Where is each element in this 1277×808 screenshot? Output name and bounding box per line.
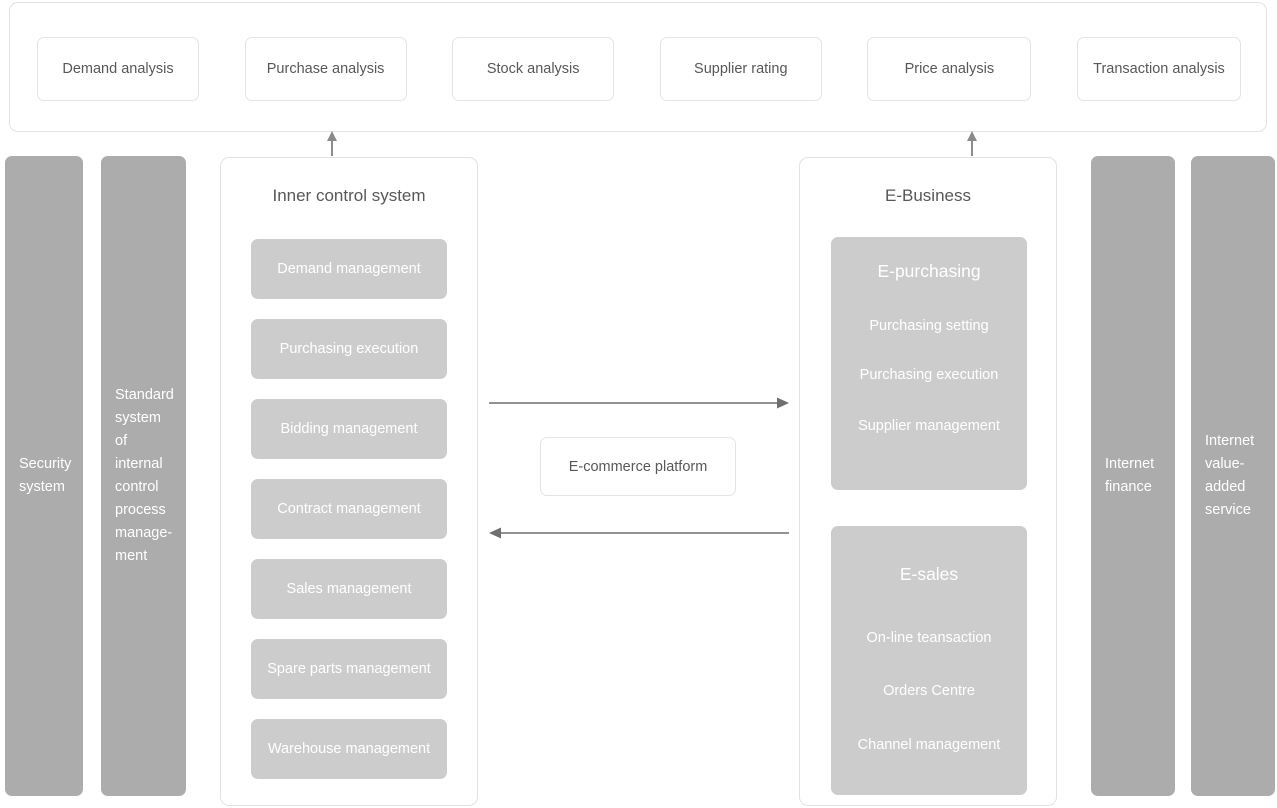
- panel-title: Inner control system: [272, 186, 426, 205]
- module-label: Sales management: [286, 581, 412, 597]
- group-title: E-purchasing: [877, 261, 981, 281]
- analysis-card-purchase[interactable]: Purchase analysis: [244, 37, 407, 101]
- side-column-standard-system: Standard system of internal control proc…: [101, 156, 186, 796]
- module-label: Spare parts management: [267, 661, 431, 677]
- side-column-label: Internet finance: [1105, 456, 1155, 495]
- group-title: E-sales: [899, 564, 959, 584]
- analysis-bar: Demand analysis Purchase analysis Stock …: [9, 2, 1267, 132]
- module-label: Purchasing execution: [279, 341, 419, 357]
- module-demand-management[interactable]: Demand management: [251, 239, 447, 299]
- arrow-up-ebusiness-to-analysis-icon: [967, 131, 977, 156]
- side-column-security-system: Security system: [5, 156, 83, 796]
- module-contract-management[interactable]: Contract management: [251, 479, 447, 539]
- arrow-up-inner-to-analysis-icon: [327, 131, 337, 156]
- group-item-supplier-management[interactable]: Supplier management: [858, 418, 1000, 434]
- module-purchasing-execution[interactable]: Purchasing execution: [251, 319, 447, 379]
- module-label: Warehouse management: [267, 741, 431, 757]
- side-column-label: Security system: [19, 456, 72, 495]
- group-item-purchasing-execution[interactable]: Purchasing execution: [859, 367, 999, 383]
- module-label: Bidding management: [280, 421, 418, 437]
- analysis-card-row: Demand analysis Purchase analysis Stock …: [37, 37, 1241, 101]
- module-spare-parts-management[interactable]: Spare parts management: [251, 639, 447, 699]
- group-item-on-line-transaction[interactable]: On-line teansaction: [866, 630, 992, 646]
- analysis-card-stock[interactable]: Stock analysis: [452, 37, 615, 101]
- arrow-left-ebusiness-to-inner-icon: [489, 527, 789, 539]
- analysis-card-price[interactable]: Price analysis: [867, 37, 1032, 101]
- module-label: Demand management: [277, 261, 421, 277]
- module-list: Demand management Purchasing execution B…: [251, 239, 447, 799]
- analysis-card-label: Stock analysis: [486, 61, 580, 77]
- module-sales-management[interactable]: Sales management: [251, 559, 447, 619]
- group-item-orders-centre[interactable]: Orders Centre: [883, 683, 975, 699]
- panel-inner-control-system: Inner control system Demand management P…: [220, 157, 478, 806]
- module-label: Contract management: [277, 501, 421, 517]
- e-commerce-platform-box[interactable]: E-commerce platform: [540, 437, 736, 496]
- module-bidding-management[interactable]: Bidding management: [251, 399, 447, 459]
- analysis-card-label: Purchase analysis: [266, 61, 385, 77]
- side-column-label: Internet value-added service: [1205, 433, 1255, 518]
- group-e-purchasing[interactable]: E-purchasing Purchasing setting Purchasi…: [831, 237, 1027, 490]
- arrow-right-inner-to-ebusiness-icon: [489, 397, 789, 409]
- group-item-purchasing-setting[interactable]: Purchasing setting: [869, 318, 989, 334]
- analysis-card-label: Demand analysis: [62, 61, 174, 77]
- analysis-card-label: Transaction analysis: [1093, 61, 1225, 77]
- e-commerce-platform-label: E-commerce platform: [568, 458, 708, 475]
- analysis-card-transaction[interactable]: Transaction analysis: [1076, 37, 1241, 101]
- panel-e-business: E-Business E-purchasing Purchasing setti…: [799, 157, 1057, 806]
- analysis-card-label: Price analysis: [904, 61, 995, 77]
- side-column-internet-value-added-service: Internet value-added service: [1191, 156, 1275, 796]
- analysis-card-demand[interactable]: Demand analysis: [37, 37, 199, 101]
- side-column-internet-finance: Internet finance: [1091, 156, 1175, 796]
- side-column-label: Standard system of internal control proc…: [115, 387, 174, 564]
- panel-title: E-Business: [885, 186, 971, 205]
- analysis-card-label: Supplier rating: [694, 61, 788, 77]
- analysis-card-supplier-rating[interactable]: Supplier rating: [659, 37, 822, 101]
- module-warehouse-management[interactable]: Warehouse management: [251, 719, 447, 779]
- group-item-channel-management[interactable]: Channel management: [857, 737, 1001, 753]
- group-e-sales[interactable]: E-sales On-line teansaction Orders Centr…: [831, 526, 1027, 795]
